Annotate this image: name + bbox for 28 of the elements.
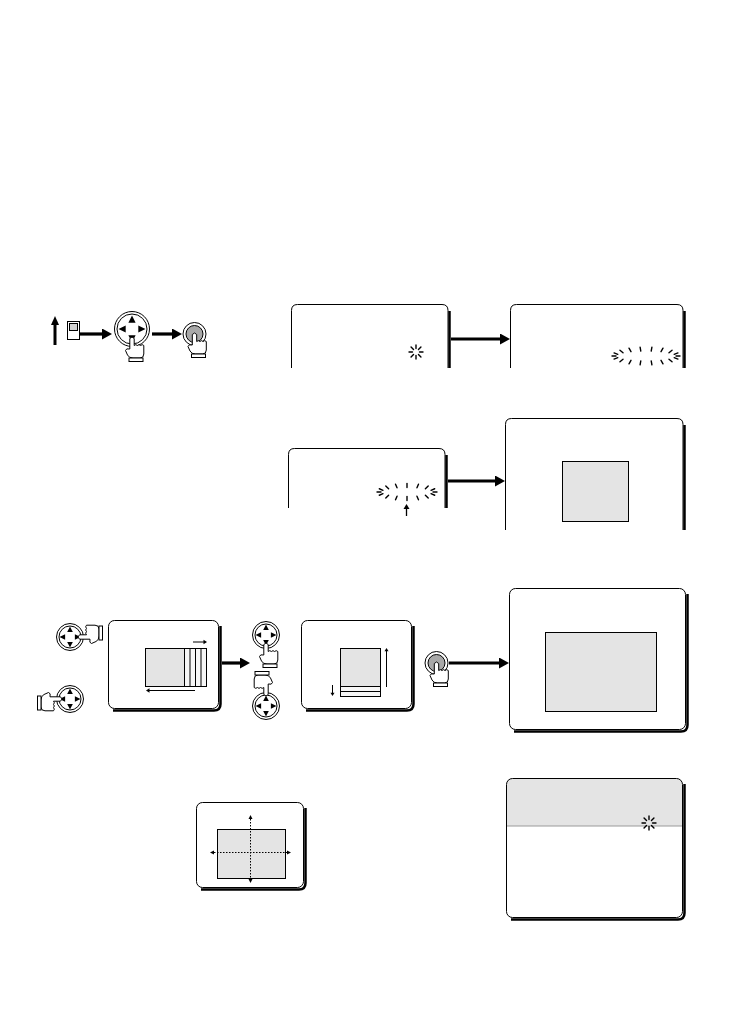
arrow xyxy=(80,328,112,340)
arrow xyxy=(152,328,182,340)
image-area xyxy=(562,461,629,522)
display-screen xyxy=(510,304,686,368)
hand-pressing-button-icon xyxy=(424,651,449,687)
hand-pressing-dpad-icon xyxy=(55,620,103,654)
hand-pressing-dpad-icon xyxy=(250,671,282,721)
arrow xyxy=(222,657,250,669)
hand-pressing-dpad-icon xyxy=(112,310,152,362)
arrow xyxy=(449,657,509,669)
image-area xyxy=(340,648,381,697)
display-screen xyxy=(505,418,686,530)
image-area xyxy=(145,648,207,687)
image-area xyxy=(545,632,657,712)
display-screen xyxy=(509,588,689,733)
display-screen xyxy=(196,802,307,891)
hand-pressing-dpad-icon xyxy=(250,620,282,668)
hand-pressing-button-icon xyxy=(182,322,207,358)
display-screen xyxy=(288,448,448,508)
arrow xyxy=(451,333,510,345)
display-screen xyxy=(301,620,415,712)
hand-pressing-dpad-icon xyxy=(37,682,85,716)
display-screen xyxy=(506,778,686,921)
slide-switch-icon xyxy=(67,321,80,340)
arrow xyxy=(448,475,505,487)
image-area xyxy=(217,829,286,879)
display-screen xyxy=(291,304,451,368)
display-screen xyxy=(108,620,222,712)
